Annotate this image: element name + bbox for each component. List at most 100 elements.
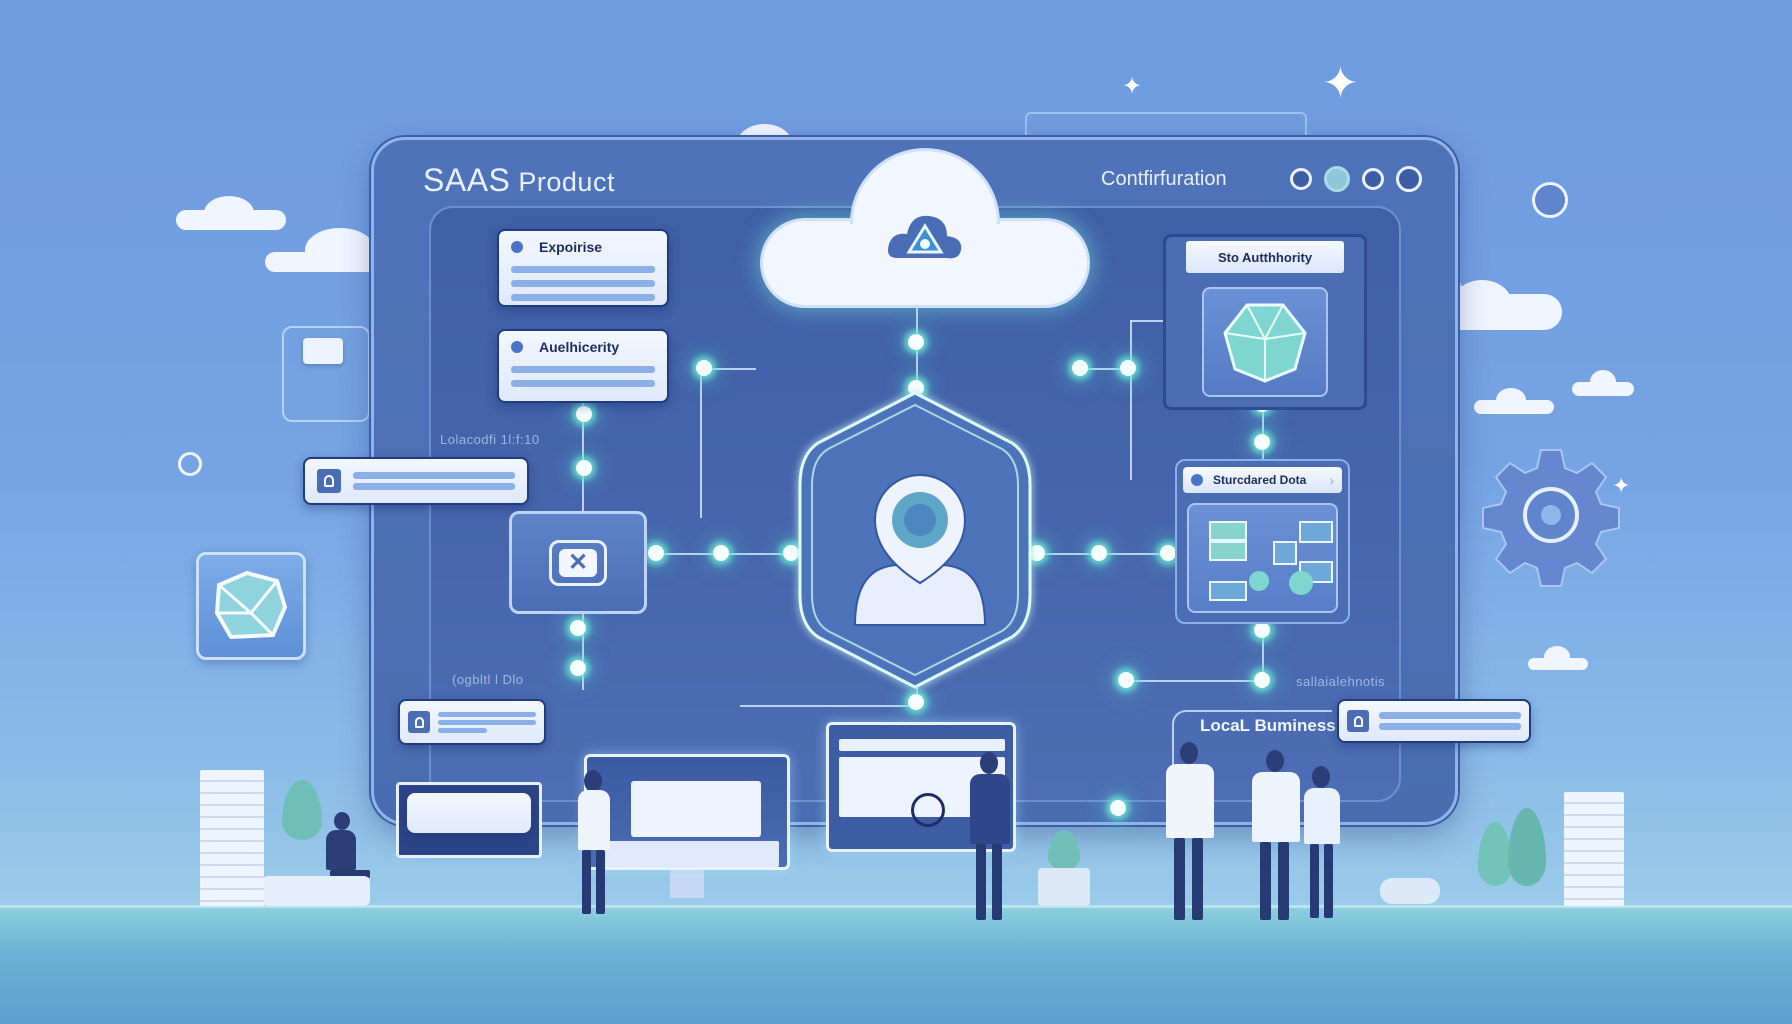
node[interactable] <box>908 334 924 350</box>
chat-bubble-outline <box>282 326 370 422</box>
wire <box>1130 680 1264 682</box>
polyhedron-icon <box>1223 303 1307 383</box>
info-card-left[interactable] <box>303 457 529 505</box>
card-title: Sturcdared Dota <box>1213 473 1307 487</box>
app-title-main: SAAS <box>423 162 511 198</box>
node[interactable] <box>570 620 586 636</box>
document-stack-left <box>200 770 264 906</box>
alert-triangle-icon <box>885 208 965 264</box>
user-location-icon <box>845 465 995 635</box>
node[interactable] <box>576 406 592 422</box>
status-dot <box>1191 474 1203 486</box>
lock-icon <box>408 711 430 733</box>
document-stack-right <box>1564 792 1624 906</box>
node[interactable] <box>1029 545 1045 561</box>
plant-center <box>1048 830 1080 870</box>
header-icons <box>1290 166 1422 192</box>
status-dot <box>511 341 523 353</box>
node[interactable] <box>783 545 799 561</box>
node[interactable] <box>1254 434 1270 450</box>
floor-line <box>0 905 1792 908</box>
mail-box[interactable]: ✕ <box>509 511 647 614</box>
text-line <box>511 280 655 287</box>
node[interactable] <box>1120 360 1136 376</box>
expertise-card[interactable]: Expoirise <box>497 229 669 307</box>
plant-left <box>282 780 322 840</box>
polyhedron-tile <box>1202 287 1328 397</box>
app-title-sub: Product <box>518 167 615 197</box>
cloud-small-right <box>1474 388 1554 414</box>
node[interactable] <box>696 360 712 376</box>
local-business-frame <box>1172 710 1332 810</box>
info-card-bottom-left[interactable] <box>398 699 546 745</box>
app-title: SAAS Product <box>423 162 615 199</box>
node[interactable] <box>1091 545 1107 561</box>
node[interactable] <box>1072 360 1088 376</box>
wire <box>1130 320 1132 480</box>
monitor-center-left[interactable] <box>584 754 790 898</box>
info-card-right[interactable] <box>1337 699 1531 743</box>
sparkle-icon: ✦ <box>1322 59 1359 108</box>
user-hub[interactable] <box>790 385 1040 695</box>
structured-data-panel[interactable]: Sturcdared Dota › <box>1175 459 1350 624</box>
envelope-icon: ✕ <box>549 539 607 586</box>
central-cloud[interactable] <box>760 148 1090 308</box>
panel-header: Sturcdared Dota › <box>1183 467 1342 493</box>
right-bottom-label: sallaialehnotis <box>1296 674 1386 689</box>
status-dot <box>511 241 523 253</box>
person-sitting <box>320 812 370 908</box>
node[interactable] <box>1254 672 1270 688</box>
plant-pot-right <box>1380 878 1440 904</box>
sparkle-icon: ✦ <box>1122 73 1143 100</box>
chevron-right-icon[interactable]: › <box>1329 472 1334 488</box>
panel-header: Sto Autthhority <box>1186 241 1344 273</box>
left-mid-label: Lolacodfi 1l:f:10 <box>440 432 540 447</box>
node[interactable] <box>576 460 592 476</box>
wire <box>700 368 702 518</box>
card-title: Auelhicerity <box>539 339 620 355</box>
site-authority-panel[interactable]: Sto Autthhority <box>1163 234 1367 410</box>
decor-outline <box>1025 112 1307 152</box>
lock-icon <box>317 469 341 493</box>
wire <box>700 368 756 370</box>
node[interactable] <box>1254 622 1270 638</box>
laptop-left[interactable] <box>396 782 542 858</box>
local-business-label: LocaL Buminess <box>1200 716 1336 735</box>
gear-icon <box>1476 440 1626 590</box>
cloud-small-right-3 <box>1528 646 1588 670</box>
plant-right <box>1478 808 1548 894</box>
plant-pot-center <box>1038 868 1090 906</box>
person-woman-2 <box>1300 766 1344 920</box>
node[interactable] <box>908 380 924 396</box>
card-title: Sto Autthhority <box>1217 249 1313 265</box>
left-bottom-label: (ogbltl l Dlo <box>452 672 524 687</box>
wire <box>1262 400 1264 460</box>
person-woman <box>572 770 620 920</box>
person-man-1 <box>1162 742 1218 922</box>
node[interactable] <box>1160 545 1176 561</box>
polygon-map-icon <box>214 570 288 640</box>
schema-diagram <box>1187 503 1338 613</box>
node[interactable] <box>1118 672 1134 688</box>
node[interactable] <box>908 694 924 710</box>
node[interactable] <box>570 660 586 676</box>
circle-icon[interactable] <box>1290 168 1312 190</box>
lock-icon[interactable] <box>1324 166 1350 192</box>
authenticity-card[interactable]: Auelhicerity <box>497 329 669 403</box>
floor <box>0 906 1792 1024</box>
node[interactable] <box>713 545 729 561</box>
wire <box>1262 620 1264 680</box>
compass-icon <box>1532 182 1568 218</box>
search-icon[interactable] <box>1362 168 1384 190</box>
node[interactable] <box>648 545 664 561</box>
card-title: Expoirise <box>539 239 603 255</box>
text-line <box>511 266 655 273</box>
wire <box>1080 368 1130 370</box>
clock-icon[interactable] <box>1396 166 1422 192</box>
configuration-title[interactable]: Contfirfuration <box>1101 168 1227 190</box>
wire <box>1130 320 1164 322</box>
node[interactable] <box>1110 800 1126 816</box>
text-line <box>511 294 655 301</box>
lock-icon <box>1347 710 1369 732</box>
note-icon <box>303 338 343 364</box>
